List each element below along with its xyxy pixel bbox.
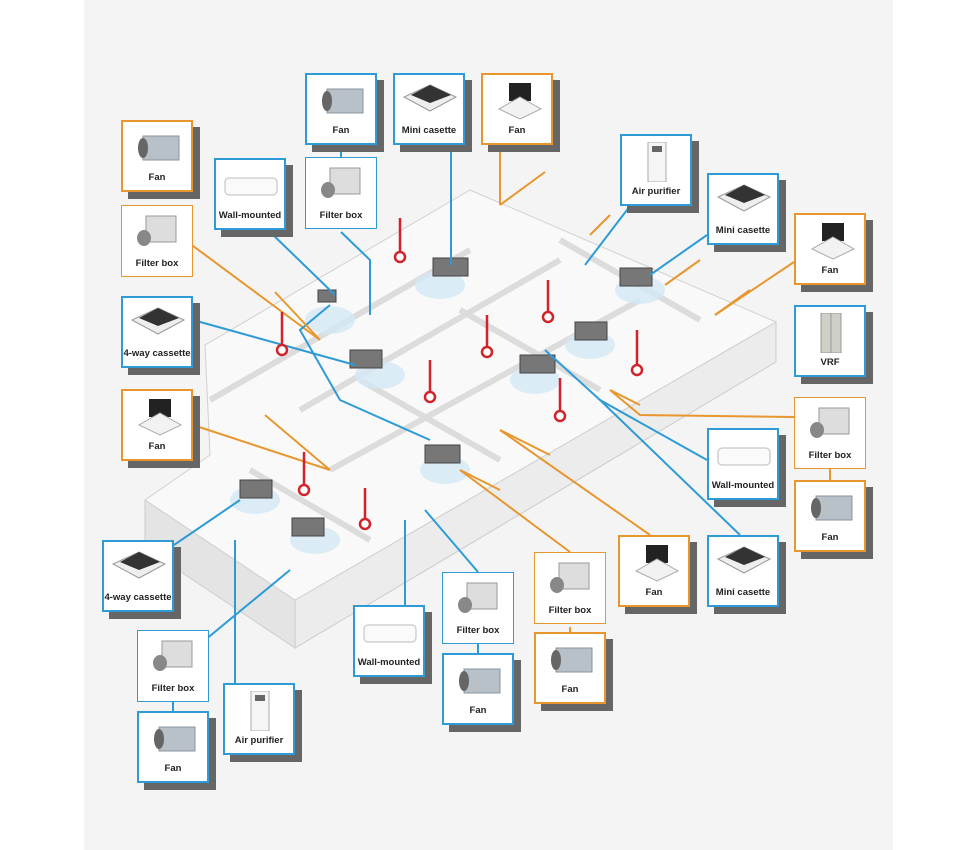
device-label: 4-way cassette bbox=[123, 348, 191, 359]
cassette-icon bbox=[716, 546, 772, 574]
cassette-label-box: 4-way cassette bbox=[121, 296, 193, 368]
device-label: Mini casette bbox=[401, 125, 457, 136]
ceiling-fan-icon bbox=[497, 83, 543, 120]
filter-box-label-box: Filter box bbox=[442, 572, 514, 644]
device-label: Mini casette bbox=[715, 225, 771, 236]
vrf-icon bbox=[820, 313, 842, 353]
filter-box-icon bbox=[153, 640, 193, 671]
air-purifier-label-box: Air purifier bbox=[223, 683, 295, 755]
duct-fan-icon bbox=[551, 647, 593, 673]
filter-box-label-box: Filter box bbox=[121, 205, 193, 277]
building bbox=[144, 189, 778, 649]
device-label: Filter box bbox=[151, 683, 195, 694]
duct-fan-label-box: Fan bbox=[121, 120, 193, 192]
cassette-label-box: Mini casette bbox=[707, 535, 779, 607]
cassette-icon bbox=[402, 84, 458, 112]
device-label: Fan bbox=[469, 705, 487, 716]
device-label: Mini casette bbox=[715, 587, 771, 598]
filter-box-label-box: Filter box bbox=[137, 630, 209, 702]
wall-mounted-label-box: Wall-mounted bbox=[353, 605, 425, 677]
device-label: Air purifier bbox=[234, 735, 284, 746]
wall-mounted-icon bbox=[224, 177, 278, 196]
device-label: Fan bbox=[164, 763, 182, 774]
filter-box-icon bbox=[137, 215, 177, 246]
duct-fan-icon bbox=[322, 88, 364, 114]
wall-mounted-icon bbox=[363, 624, 417, 643]
device-label: Wall-mounted bbox=[357, 657, 421, 668]
duct-fan-label-box: Fan bbox=[137, 711, 209, 783]
device-label: Filter box bbox=[456, 625, 500, 636]
vrf-label-box: VRF bbox=[794, 305, 866, 377]
ceiling-fan-label-box: Fan bbox=[618, 535, 690, 607]
filter-box-label-box: Filter box bbox=[305, 157, 377, 229]
ceiling-fan-label-box: Fan bbox=[121, 389, 193, 461]
filter-box-label-box: Filter box bbox=[794, 397, 866, 469]
device-label: 4-way cassette bbox=[104, 592, 172, 603]
duct-fan-label-box: Fan bbox=[305, 73, 377, 145]
device-label: Fan bbox=[508, 125, 526, 136]
device-label: Fan bbox=[821, 532, 839, 543]
device-label: Fan bbox=[148, 441, 166, 452]
wall-mounted-label-box: Wall-mounted bbox=[707, 428, 779, 500]
ceiling-fan-icon bbox=[634, 545, 680, 582]
ceiling-fan-icon bbox=[137, 399, 183, 436]
device-label: Fan bbox=[332, 125, 350, 136]
filter-box-icon bbox=[550, 562, 590, 593]
device-label: Wall-mounted bbox=[711, 480, 775, 491]
filter-box-icon bbox=[810, 407, 850, 438]
ceiling-fan-label-box: Fan bbox=[481, 73, 553, 145]
return-arrows bbox=[275, 218, 644, 531]
device-label: Fan bbox=[148, 172, 166, 183]
device-label: Fan bbox=[561, 684, 579, 695]
duct-fan-label-box: Fan bbox=[794, 480, 866, 552]
device-label: Air purifier bbox=[631, 186, 681, 197]
cassette-icon bbox=[716, 184, 772, 212]
duct-fan-label-box: Fan bbox=[442, 653, 514, 725]
duct-fan-label-box: Fan bbox=[534, 632, 606, 704]
device-label: Filter box bbox=[808, 450, 852, 461]
cassette-label-box: Mini casette bbox=[393, 73, 465, 145]
ceiling-fan-icon bbox=[810, 223, 856, 260]
device-label: Filter box bbox=[135, 258, 179, 269]
filter-box-icon bbox=[458, 582, 498, 613]
cassette-icon bbox=[111, 551, 167, 579]
device-label: Filter box bbox=[548, 605, 592, 616]
air-purifier-icon bbox=[250, 691, 270, 731]
cassette-icon bbox=[130, 307, 186, 335]
device-label: Wall-mounted bbox=[218, 210, 282, 221]
wall-mounted-label-box: Wall-mounted bbox=[214, 158, 286, 230]
exhaust-arrows bbox=[264, 171, 751, 491]
filter-box-label-box: Filter box bbox=[534, 552, 606, 624]
device-label: Fan bbox=[645, 587, 663, 598]
wall-mounted-icon bbox=[717, 447, 771, 466]
device-label: VRF bbox=[820, 357, 840, 368]
device-label: Filter box bbox=[319, 210, 363, 221]
duct-fan-icon bbox=[811, 495, 853, 521]
cassette-label-box: Mini casette bbox=[707, 173, 779, 245]
ceiling-fan-label-box: Fan bbox=[794, 213, 866, 285]
filter-box-icon bbox=[321, 167, 361, 198]
air-purifier-label-box: Air purifier bbox=[620, 134, 692, 206]
air-purifier-icon bbox=[647, 142, 667, 182]
duct-fan-icon bbox=[138, 135, 180, 161]
duct-fan-icon bbox=[459, 668, 501, 694]
duct-fan-icon bbox=[154, 726, 196, 752]
device-label: Fan bbox=[821, 265, 839, 276]
cassette-label-box: 4-way cassette bbox=[102, 540, 174, 612]
